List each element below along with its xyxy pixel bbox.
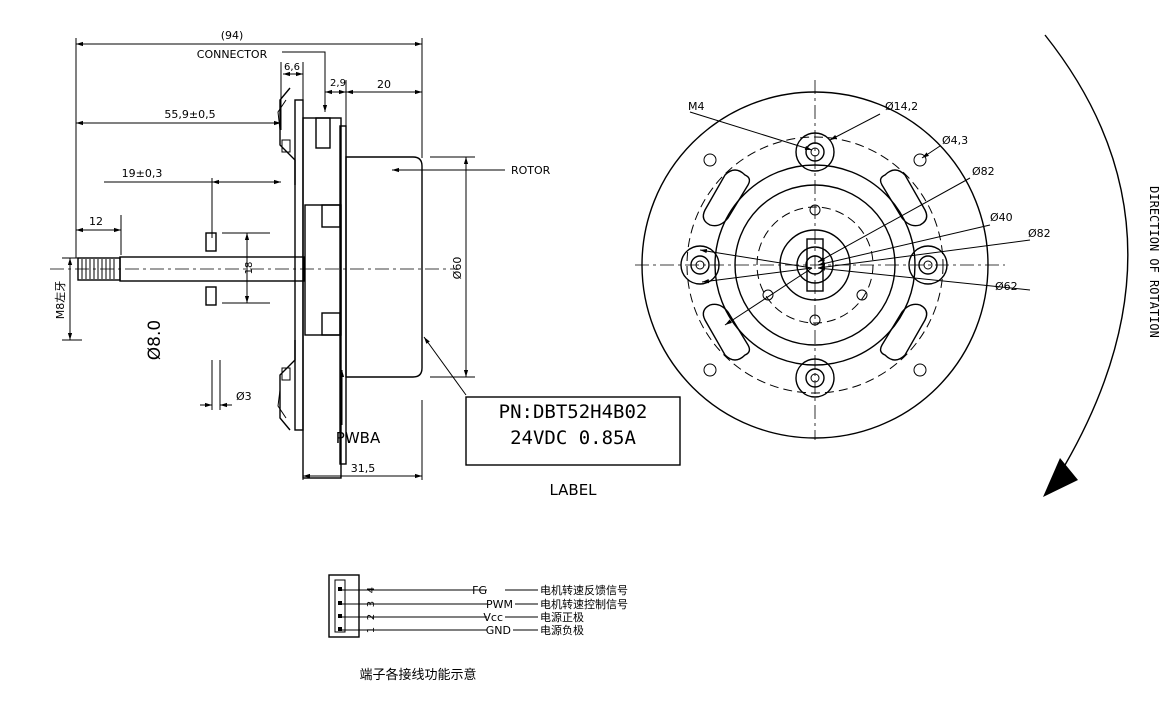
dim-60: Ø60: [451, 257, 464, 280]
boss-top: [795, 132, 835, 172]
dim-2-9: 2,9: [330, 78, 346, 89]
boss-left: [680, 245, 720, 285]
dim-d4-3: Ø4,3: [942, 134, 968, 147]
pin-3-name: PWM: [486, 598, 513, 611]
label-line-2: 24VDC 0.85A: [510, 427, 636, 449]
dim-d14-2: Ø14,2: [885, 100, 918, 113]
connector-caption: 端子各接线功能示意: [359, 667, 476, 683]
pin-1-name: GND: [486, 624, 511, 637]
dim-3: Ø3: [236, 390, 252, 403]
dimension-texts: (94) CONNECTOR 6,6 2,9 20 55,9±0,5 19±0,…: [54, 29, 551, 475]
connector-texts: 4 3 2 1 FG PWM Vcc GND 电机转速反馈信号 电机转速控制信号…: [359, 583, 628, 683]
thread-label: M8左牙: [54, 281, 67, 320]
rotation-arrow-icon: [1043, 34, 1129, 497]
label-caption: LABEL: [549, 481, 597, 499]
dim-m4: M4: [688, 100, 705, 113]
connector-diagram: [328, 574, 538, 638]
rotation-text: DIRECTION OF ROTATION: [1147, 186, 1161, 338]
pin-2-num: 2: [366, 614, 377, 620]
side-view: [50, 38, 505, 480]
dim-d40: Ø40: [990, 211, 1013, 224]
rotor-label: ROTOR: [511, 164, 551, 177]
connector-label: CONNECTOR: [197, 48, 268, 61]
pin-3-desc: 电机转速控制信号: [540, 597, 628, 611]
label-line-1: PN:DBT52H4B02: [499, 401, 648, 423]
front-view: [635, 80, 1031, 440]
dim-31-5: 31,5: [351, 462, 376, 475]
pin-2-name: Vcc: [483, 611, 503, 624]
dim-55-9: 55,9±0,5: [164, 108, 215, 121]
shaft-diameter: Ø8.0: [145, 320, 165, 360]
front-view-texts: M4 Ø14,2 Ø4,3 Ø82 Ø40 Ø82 Ø62: [688, 100, 1051, 293]
dim-d82-a: Ø82: [972, 165, 995, 178]
pin-4-name: FG: [472, 584, 487, 597]
pin-2-desc: 电源正极: [540, 610, 584, 624]
pin-4-desc: 电机转速反馈信号: [540, 583, 628, 597]
dim-d82-b: Ø82: [1028, 227, 1051, 240]
pin-3-num: 3: [366, 601, 377, 607]
dim-20: 20: [377, 78, 391, 91]
label-box: [465, 396, 681, 466]
boss-right: [908, 245, 948, 285]
pwba-label: PWBA: [336, 429, 381, 447]
dim-12: 12: [89, 215, 103, 228]
pin-4-num: 4: [366, 587, 377, 593]
pin-1-desc: 电源负极: [540, 623, 584, 637]
dim-d62: Ø62: [995, 280, 1018, 293]
dim-19: 19±0,3: [122, 167, 163, 180]
label-texts: PN:DBT52H4B02 24VDC 0.85A LABEL: [499, 401, 648, 499]
dim-18: 18: [244, 262, 255, 275]
dim-6-6: 6,6: [284, 62, 300, 73]
boss-bottom: [795, 358, 835, 398]
dim-overall: (94): [221, 29, 244, 42]
pin-1-num: 1: [366, 627, 377, 633]
